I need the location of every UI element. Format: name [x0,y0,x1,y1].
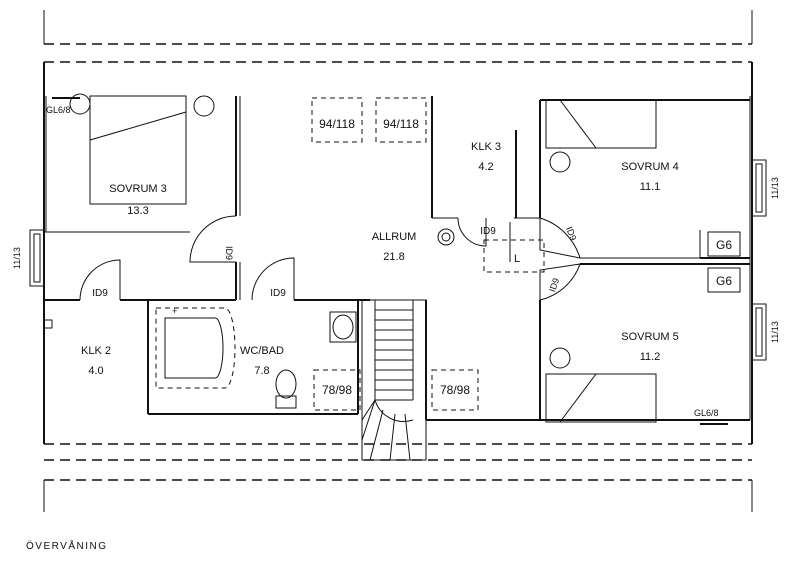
door-label: ID9 [564,225,578,242]
room-sovrum5-area: 11.2 [640,351,661,363]
room-allrum-name: ALLRUM [372,231,417,243]
room-wcbad-area: 7.8 [254,365,269,377]
room-sovrum3-name: SOVRUM 3 [109,183,166,195]
room-klk2-name: KLK 2 [81,345,111,357]
wall-window-label: 11/13 [12,247,22,269]
room-sovrum3-area: 13.3 [127,205,148,217]
roof-windows [311,97,545,411]
sink [329,311,357,343]
bed-sovrum3 [69,93,215,205]
bathtub: + [155,306,236,389]
plan-title: ÖVERVÅNING [26,539,108,552]
room-allrum-area: 21.8 [383,251,404,263]
room-sovrum5-name: SOVRUM 5 [621,331,678,343]
vent-label: GL6/8 [694,408,719,418]
room-sovrum4-area: 11.1 [640,181,661,193]
toilet [275,369,297,409]
room-sovrum4-name: SOVRUM 4 [621,161,678,173]
g6-label: G6 [716,238,732,252]
g6-label: G6 [716,274,732,288]
wall-window-label: 11/13 [770,177,780,199]
g6-boxes [707,231,741,293]
bed-sovrum5 [545,347,657,423]
door-label: ID9 [480,226,496,237]
roof-window-label: 78/98 [440,383,470,397]
door-swings [79,215,581,301]
roof-window-label: 94/118 [383,117,419,131]
door-label: ID9 [547,277,561,294]
roof-window-label: 78/98 [322,383,352,397]
door-label: ID9 [270,288,286,299]
wall-windows [29,159,767,361]
bed-sovrum4 [545,99,657,173]
staircase [361,299,427,461]
gl-vents [43,97,728,425]
l-marker: L [514,253,520,265]
room-klk2-area: 4.0 [88,365,103,377]
ceiling-light-icon [437,228,455,246]
door-label: ID9 [224,246,234,260]
door-label: ID9 [92,288,108,299]
roof-window-label: 94/118 [319,117,355,131]
interior-walls [44,96,750,460]
vent-label: GL6/8 [46,105,71,115]
wall-window-label: 11/13 [770,321,780,343]
room-klk3-name: KLK 3 [471,141,501,153]
room-klk3-area: 4.2 [478,161,493,173]
room-wcbad-name: WC/BAD [240,345,284,357]
svg-text:+: + [172,306,177,316]
